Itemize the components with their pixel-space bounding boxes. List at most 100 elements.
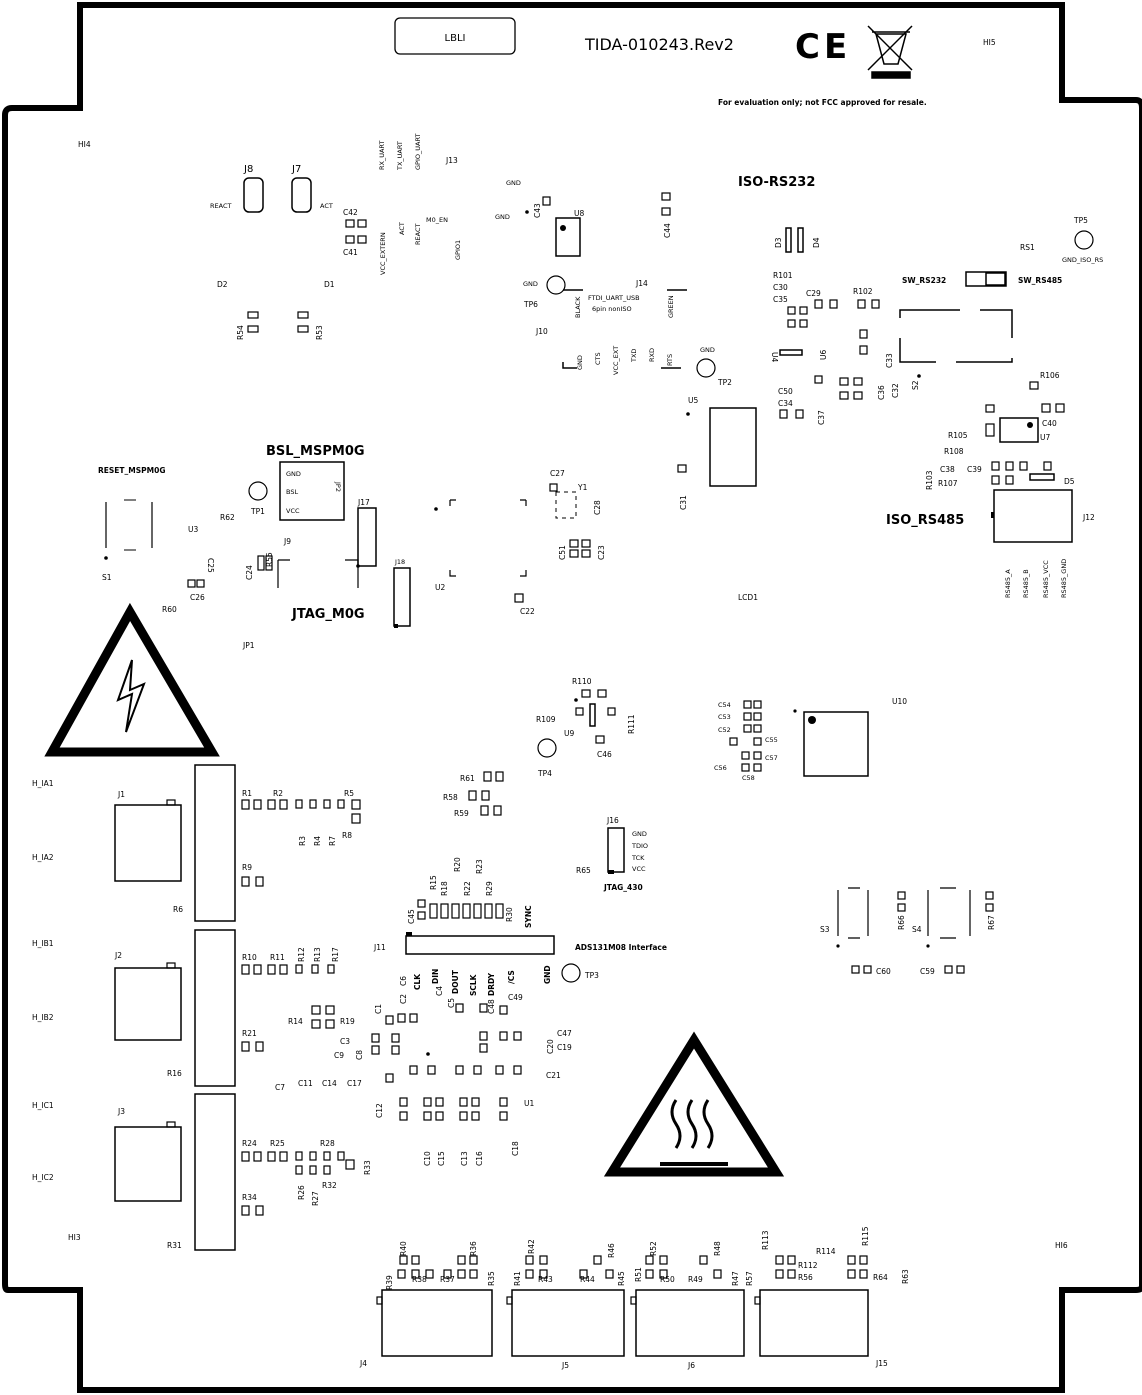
c56-label: C56 — [714, 764, 727, 772]
ads-decoupling-pads — [371, 1003, 522, 1121]
r41-label: R41 — [513, 1271, 522, 1286]
d2-label: D2 — [217, 280, 228, 289]
u5-chip — [709, 407, 757, 487]
r62-label: R62 — [220, 513, 235, 522]
r31-block — [194, 1093, 236, 1251]
r16-block — [194, 929, 236, 1087]
input-ic1: H_IC1 — [32, 1101, 54, 1110]
r61-label: R61 — [460, 774, 475, 783]
jtag430-tdio: TDIO — [631, 842, 648, 850]
ftdi-label: FTDI_UART_USB — [588, 294, 640, 302]
j13-pin-tx: TX_UART — [396, 141, 404, 171]
c53-label: C53 — [718, 713, 731, 721]
sw-rs485-label: SW_RS485 — [1018, 276, 1062, 285]
r64-label: R64 — [873, 1273, 888, 1282]
r12-label: R12 — [297, 947, 306, 962]
rs485-b: RS485_B — [1022, 569, 1030, 598]
c8-label: C8 — [355, 1050, 364, 1060]
r18-label: R18 — [440, 881, 449, 896]
r6-block — [194, 764, 236, 922]
j13b-m0en: M0_EN — [426, 216, 448, 224]
j7-label: J7 — [291, 164, 301, 175]
u1-label: U1 — [524, 1099, 534, 1108]
rs1-label: RS1 — [1020, 243, 1035, 252]
j11-header — [405, 935, 555, 955]
r42-label: R42 — [527, 1239, 536, 1254]
r113-label: R113 — [761, 1230, 770, 1250]
tp1-label: TP1 — [250, 507, 265, 516]
j3-connector — [114, 1126, 182, 1202]
u2-label: U2 — [435, 583, 445, 592]
c15-label: C15 — [437, 1151, 446, 1166]
r59-label: R59 — [454, 809, 469, 818]
u6-label: U6 — [819, 350, 828, 360]
r4-label: R4 — [313, 836, 322, 846]
ads-if-title: ADS131M08 Interface — [575, 943, 667, 952]
tp3-pad — [561, 963, 581, 983]
r36-label: R36 — [469, 1241, 478, 1256]
c21-label: C21 — [546, 1071, 561, 1080]
j15-connector — [759, 1289, 869, 1357]
tp4-pad — [537, 738, 557, 758]
r32-label: R32 — [322, 1181, 337, 1190]
r10-label: R10 — [242, 953, 257, 962]
ftdi-vccext: VCC_EXT — [612, 346, 620, 375]
bsl-gnd: GND — [286, 470, 301, 478]
j13-label: J13 — [445, 156, 458, 165]
ads-din: DIN — [431, 969, 440, 984]
c42-label: C42 — [343, 208, 358, 217]
r39-label: R39 — [385, 1275, 394, 1290]
u7-chip — [999, 417, 1039, 443]
u3-label: U3 — [188, 525, 198, 534]
rs485-vcc: RS485_VCC — [1042, 560, 1050, 598]
j16-header — [607, 827, 625, 873]
tp2-pad — [696, 358, 716, 378]
jtag430-gnd: GND — [632, 830, 647, 838]
u4-chip — [779, 349, 803, 356]
r49-label: R49 — [688, 1275, 703, 1284]
ads-drdy: DRDY — [487, 972, 496, 996]
j15-label: J15 — [875, 1359, 888, 1368]
rs485-gnd: RS485_GND — [1060, 559, 1068, 598]
j13b-act: ACT — [398, 222, 406, 235]
ftdi-gnd: GND — [576, 355, 584, 370]
hole-h3: HI3 — [68, 1233, 81, 1242]
c48-label: C48 — [487, 999, 496, 1014]
input-ib2: H_IB2 — [32, 1013, 54, 1022]
c33-label: C33 — [885, 353, 894, 368]
r28-label: R28 — [320, 1139, 335, 1148]
c41-label: C41 — [343, 248, 358, 257]
s1-label: S1 — [102, 573, 112, 582]
r105-label: R105 — [948, 431, 968, 440]
r58-label: R58 — [443, 793, 458, 802]
r13-label: R13 — [313, 947, 322, 962]
r47-label: R47 — [731, 1271, 740, 1286]
jp2-label: JP2 — [334, 481, 342, 492]
board-name: TIDA-010243.Rev2 — [584, 35, 734, 54]
r23-label: R23 — [475, 859, 484, 874]
r66-label: R66 — [897, 915, 906, 930]
j13b-vcc: VCC_EXTERN — [379, 232, 387, 275]
r33-label: R33 — [363, 1160, 372, 1175]
d1-label: D1 — [324, 280, 335, 289]
jp1-label: JP1 — [242, 641, 255, 650]
rs232-transceiver — [899, 309, 1013, 363]
c52-label: C52 — [718, 726, 731, 734]
label-box-text: LBLI — [445, 33, 466, 44]
c43-label: C43 — [533, 203, 542, 218]
j13b-gpio1: GPIO1 — [454, 240, 462, 260]
ftdi-black: BLACK — [574, 296, 582, 318]
r6-label: R6 — [173, 905, 183, 914]
c37-label: C37 — [817, 410, 826, 425]
ia-resistor-pads — [241, 799, 361, 824]
j3-label: J3 — [117, 1107, 125, 1116]
input-ia2: H_IA2 — [32, 853, 54, 862]
c55-label: C55 — [765, 736, 778, 744]
hole-h4: HI4 — [78, 140, 91, 149]
c34-label: C34 — [778, 399, 793, 408]
j12-label: J12 — [1082, 513, 1095, 522]
r60-label: R60 — [162, 605, 177, 614]
r67-label: R67 — [987, 915, 996, 930]
j2-connector — [114, 967, 182, 1041]
c18-label: C18 — [511, 1141, 520, 1156]
